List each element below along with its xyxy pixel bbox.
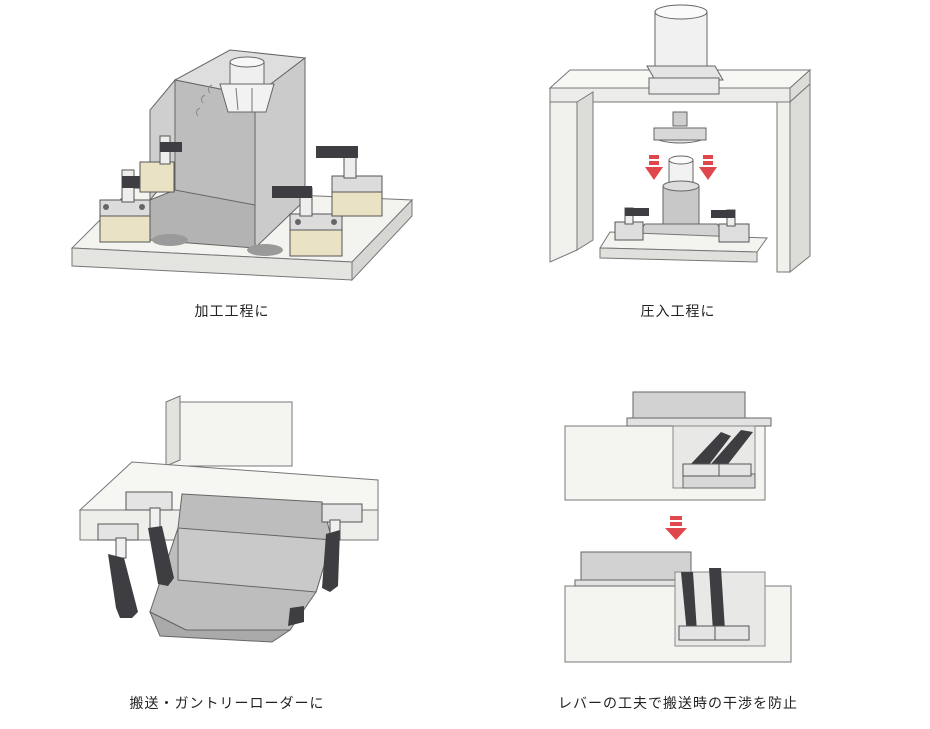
press-arrow-right-icon xyxy=(699,155,717,180)
scene-before xyxy=(564,391,772,501)
loader-clamp-right xyxy=(321,503,363,592)
caption-machining: 加工工程に xyxy=(194,304,270,320)
scene-after xyxy=(564,551,792,663)
down-arrow-icon xyxy=(665,516,687,540)
panel-machining: 加工工程に xyxy=(0,0,465,340)
panel-press-fit: 圧入工程に xyxy=(465,0,930,340)
clamp-back-right xyxy=(316,146,383,217)
press-clamp-left xyxy=(614,207,649,241)
clamp-front-left xyxy=(99,169,152,243)
caption-lever-interference: レバーの工夫で搬送時の干渉を防止 xyxy=(558,696,798,712)
press-frame xyxy=(548,68,812,274)
caption-gantry-loader: 搬送・ガントリーローダーに xyxy=(129,696,325,712)
loader-workpiece xyxy=(149,493,333,643)
press-clamp-right xyxy=(711,209,750,243)
workpiece-block xyxy=(149,49,307,256)
lever-open-left xyxy=(689,432,731,470)
clamp-back-left xyxy=(139,135,182,193)
panel-gantry-loader: 搬送・ガントリーローダーに xyxy=(0,380,465,729)
loader-clamp-mid xyxy=(125,491,174,586)
machining-illustration xyxy=(70,49,414,282)
lever-closed-left xyxy=(681,572,697,634)
caption-press-fit: 圧入工程に xyxy=(640,304,716,320)
loader-clamp-back xyxy=(288,606,304,626)
lever-closed-right xyxy=(709,568,725,632)
lever-open-right xyxy=(711,430,753,468)
press-fit-illustration xyxy=(548,4,812,274)
press-cylinder xyxy=(646,4,724,189)
clamp-front-right xyxy=(272,186,343,257)
loader-clamp-left xyxy=(97,523,139,618)
lever-interference-illustration xyxy=(564,391,792,663)
panel-lever-interference: レバーの工夫で搬送時の干渉を防止 xyxy=(465,380,930,729)
cutter-tool xyxy=(195,56,275,117)
gantry-loader-illustration xyxy=(78,395,379,643)
press-arrow-left-icon xyxy=(645,155,663,180)
loader-column xyxy=(165,395,293,467)
